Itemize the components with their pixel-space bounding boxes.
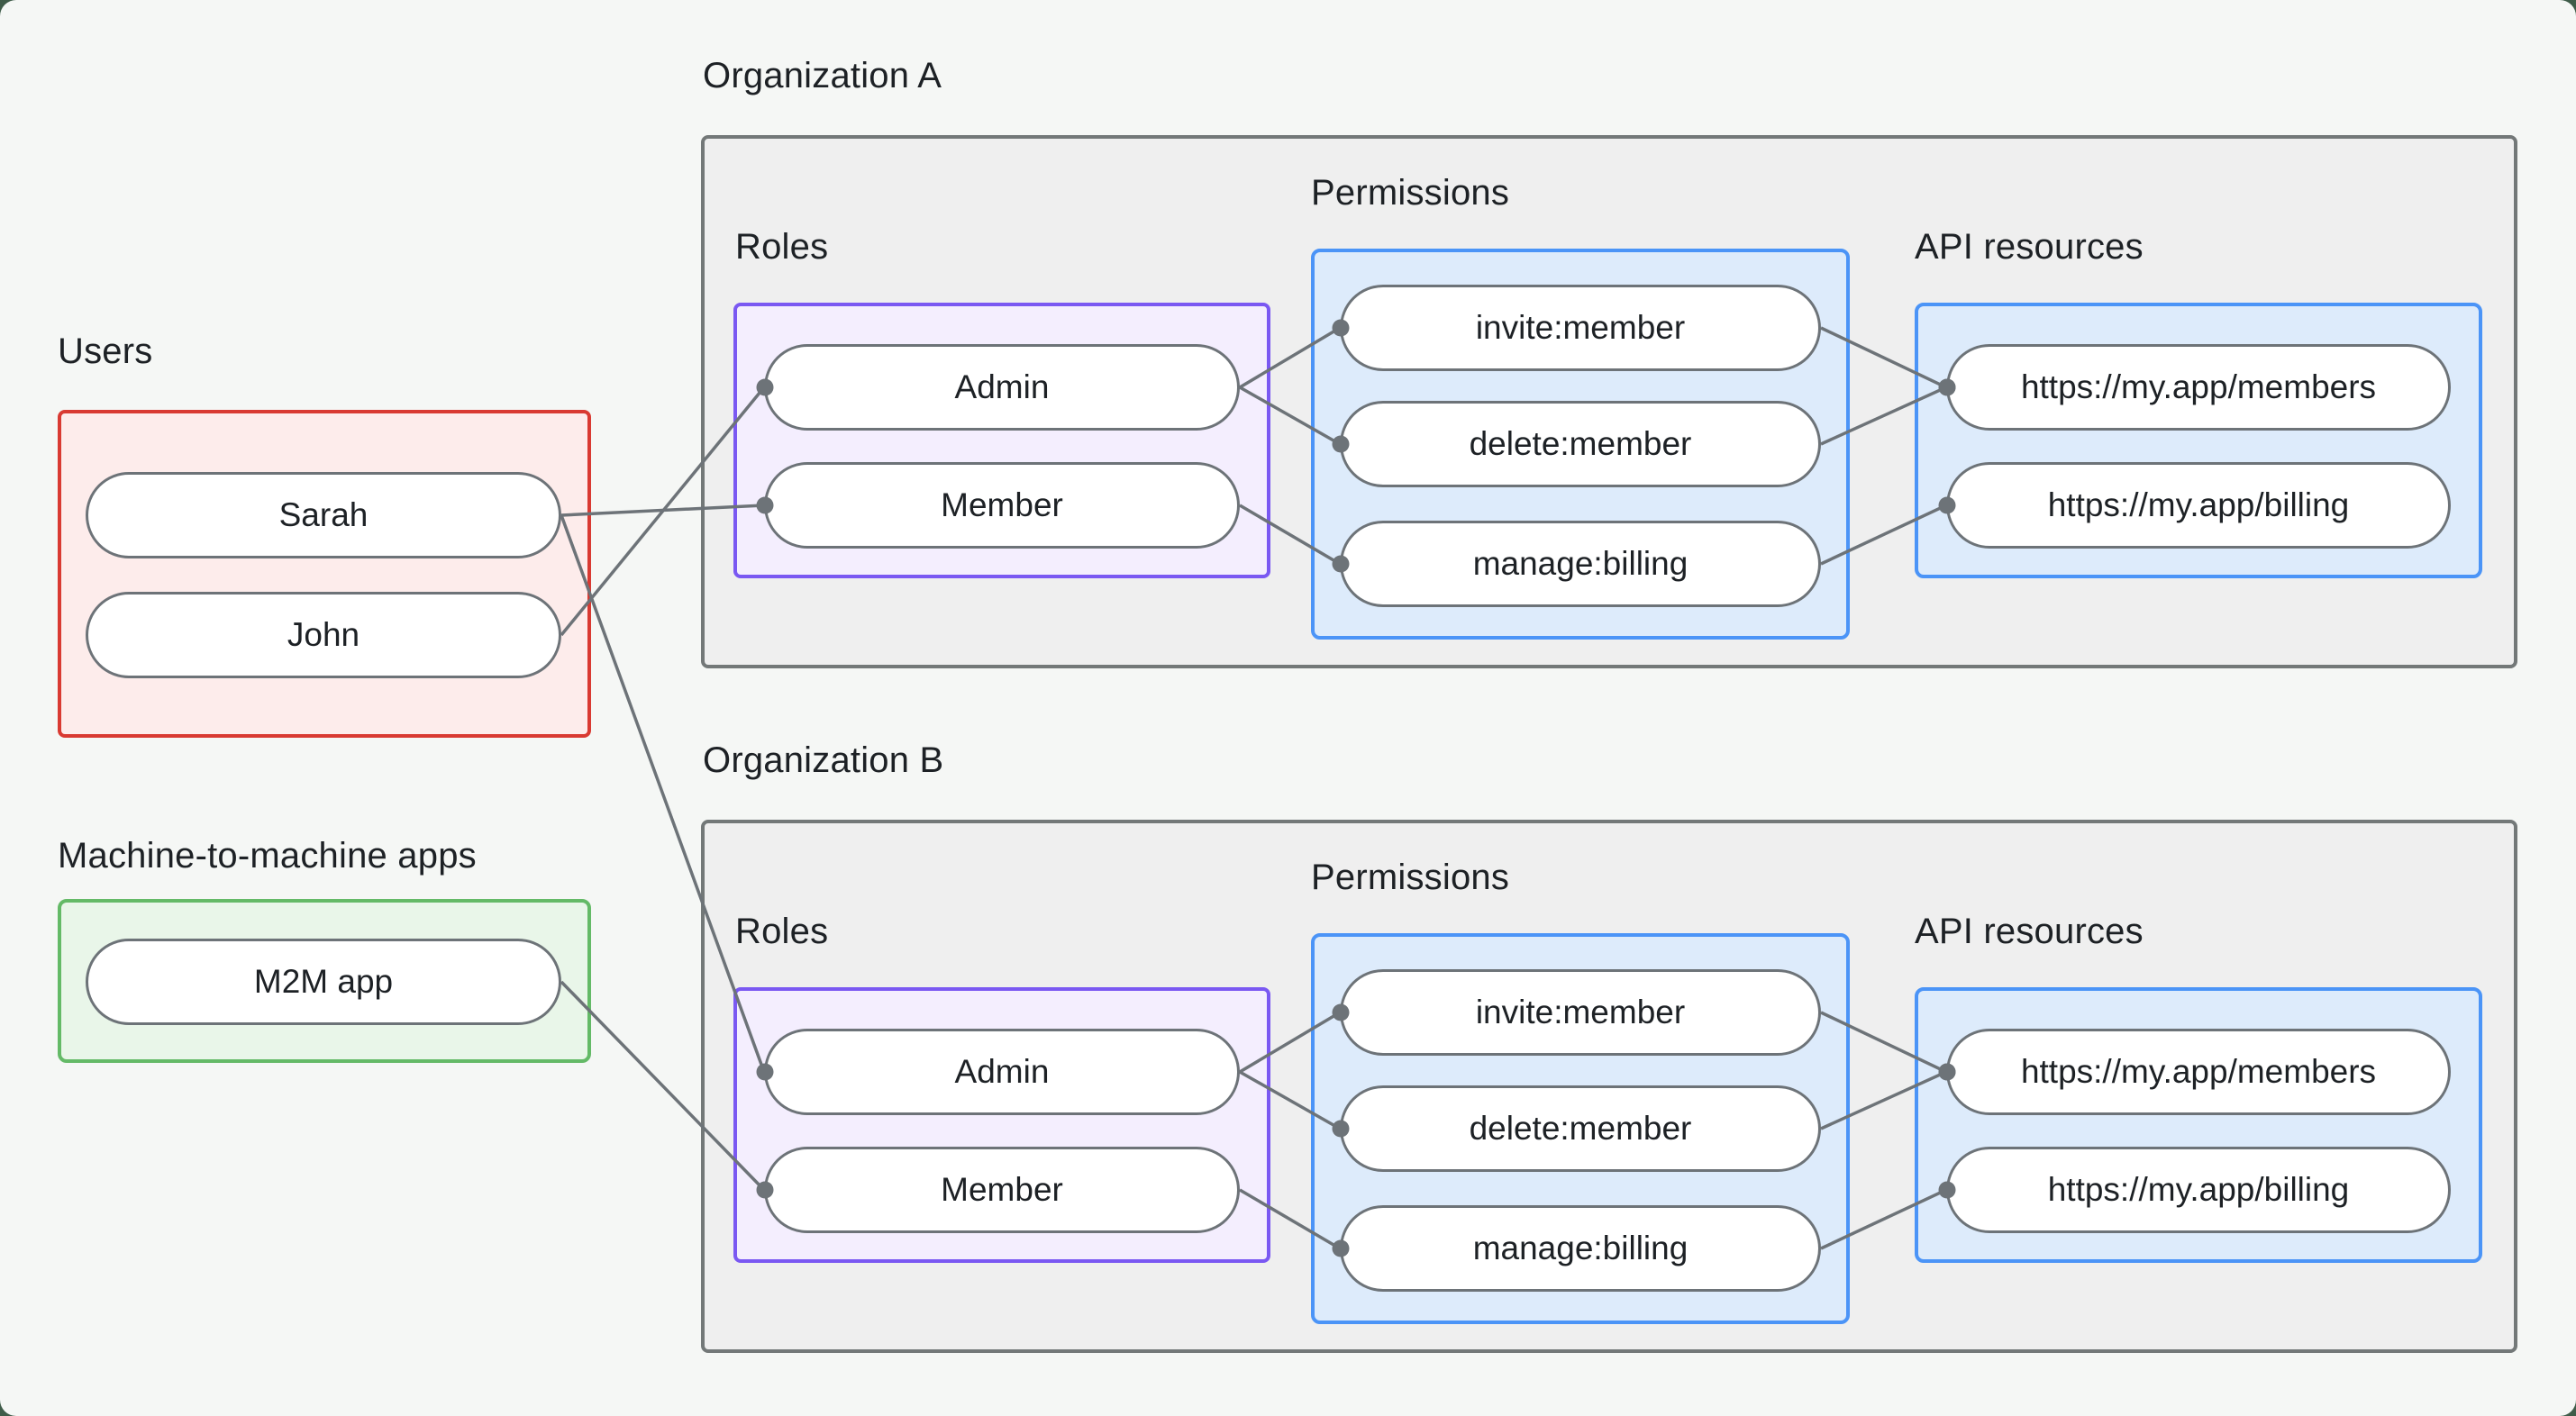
org-a-perm-manage-node: manage:billing [1340, 521, 1821, 607]
org-b-api-resources-label: API resources [1915, 912, 2144, 951]
users-group-box [58, 410, 591, 738]
user-node-john: John [86, 592, 561, 678]
org-b-perm-invite-node: invite:member [1340, 969, 1821, 1056]
org-a-api-members-node: https://my.app/members [1946, 344, 2451, 431]
m2m-app-node: M2M app [86, 939, 561, 1025]
org-b-api-members-node: https://my.app/members [1946, 1029, 2451, 1115]
m2m-group-label: Machine-to-machine apps [58, 836, 477, 876]
org-b-roles-label: Roles [735, 912, 829, 951]
org-b-permissions-label: Permissions [1311, 858, 1510, 897]
organization-b-label: Organization B [703, 740, 944, 780]
org-a-role-admin-node: Admin [764, 344, 1240, 431]
org-b-api-billing-node: https://my.app/billing [1946, 1147, 2451, 1233]
org-a-perm-delete-node: delete:member [1340, 401, 1821, 487]
org-a-role-member-node: Member [764, 462, 1240, 549]
org-a-api-resources-label: API resources [1915, 227, 2144, 267]
org-b-perm-delete-node: delete:member [1340, 1085, 1821, 1172]
org-a-roles-label: Roles [735, 227, 829, 267]
org-b-perm-manage-node: manage:billing [1340, 1205, 1821, 1292]
org-b-role-member-node: Member [764, 1147, 1240, 1233]
users-group-label: Users [58, 331, 153, 371]
org-a-api-billing-node: https://my.app/billing [1946, 462, 2451, 549]
organization-a-label: Organization A [703, 56, 942, 95]
org-b-role-admin-node: Admin [764, 1029, 1240, 1115]
org-a-perm-invite-node: invite:member [1340, 285, 1821, 371]
org-a-permissions-label: Permissions [1311, 173, 1510, 213]
user-node-sarah: Sarah [86, 472, 561, 558]
